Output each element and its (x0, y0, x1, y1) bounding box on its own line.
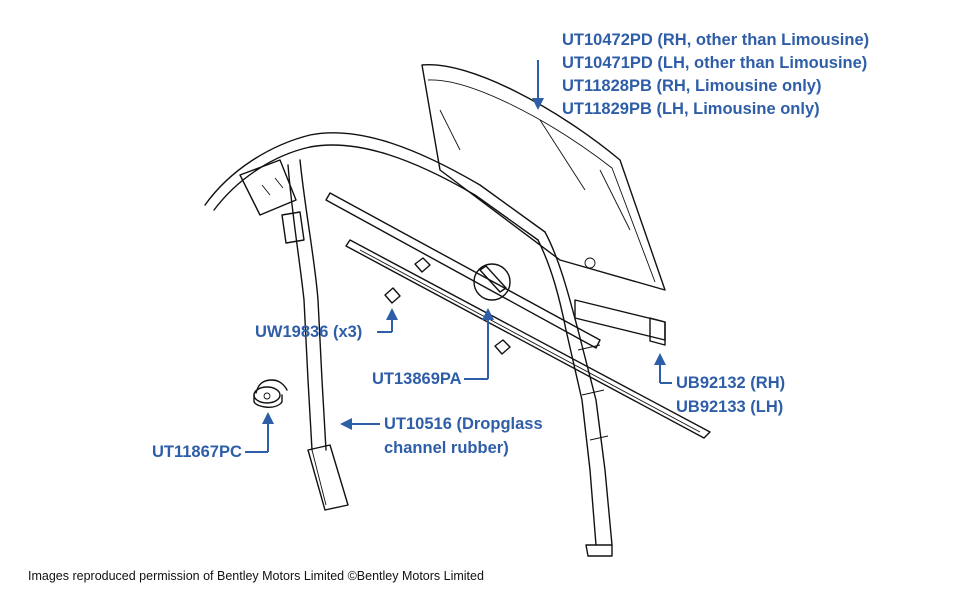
door-glass (421, 63, 666, 291)
leader-glass (532, 60, 544, 110)
waist-seals (325, 192, 711, 439)
channel-rubber-label-2: channel rubber) (384, 439, 509, 457)
clip-part-label: UW19836 (x3) (255, 323, 363, 341)
leader-seal (654, 353, 672, 384)
leader-grommet (245, 412, 274, 453)
dropglass-channel (287, 159, 349, 511)
copyright-credit: Images reproduced permission of Bentley … (28, 569, 484, 583)
window-frame (204, 132, 613, 557)
glass-part-label-2: UT10471PD (LH, other than Limousine) (562, 54, 868, 72)
leader-clip (377, 308, 398, 333)
channel-rubber-label-1: UT10516 (Dropglass (384, 415, 543, 433)
glass-part-label-1: UT10472PD (RH, other than Limousine) (562, 31, 870, 49)
corner-bracket (239, 159, 305, 244)
glass-part-label-4: UT11829PB (LH, Limousine only) (562, 100, 820, 118)
seal-part-label-2: UB92133 (LH) (676, 398, 784, 416)
seal-strip (574, 299, 666, 346)
clips (384, 257, 511, 355)
grommet-part-label: UT11867PC (152, 443, 242, 461)
grommet (253, 379, 288, 408)
channel-bracket (473, 263, 511, 301)
bracket-part-label: UT13869PA (372, 370, 462, 388)
seal-part-label-1: UB92132 (RH) (676, 374, 786, 392)
leader-bracket (464, 308, 494, 380)
glass-part-label-3: UT11828PB (RH, Limousine only) (562, 77, 822, 95)
leader-channel (340, 418, 380, 430)
